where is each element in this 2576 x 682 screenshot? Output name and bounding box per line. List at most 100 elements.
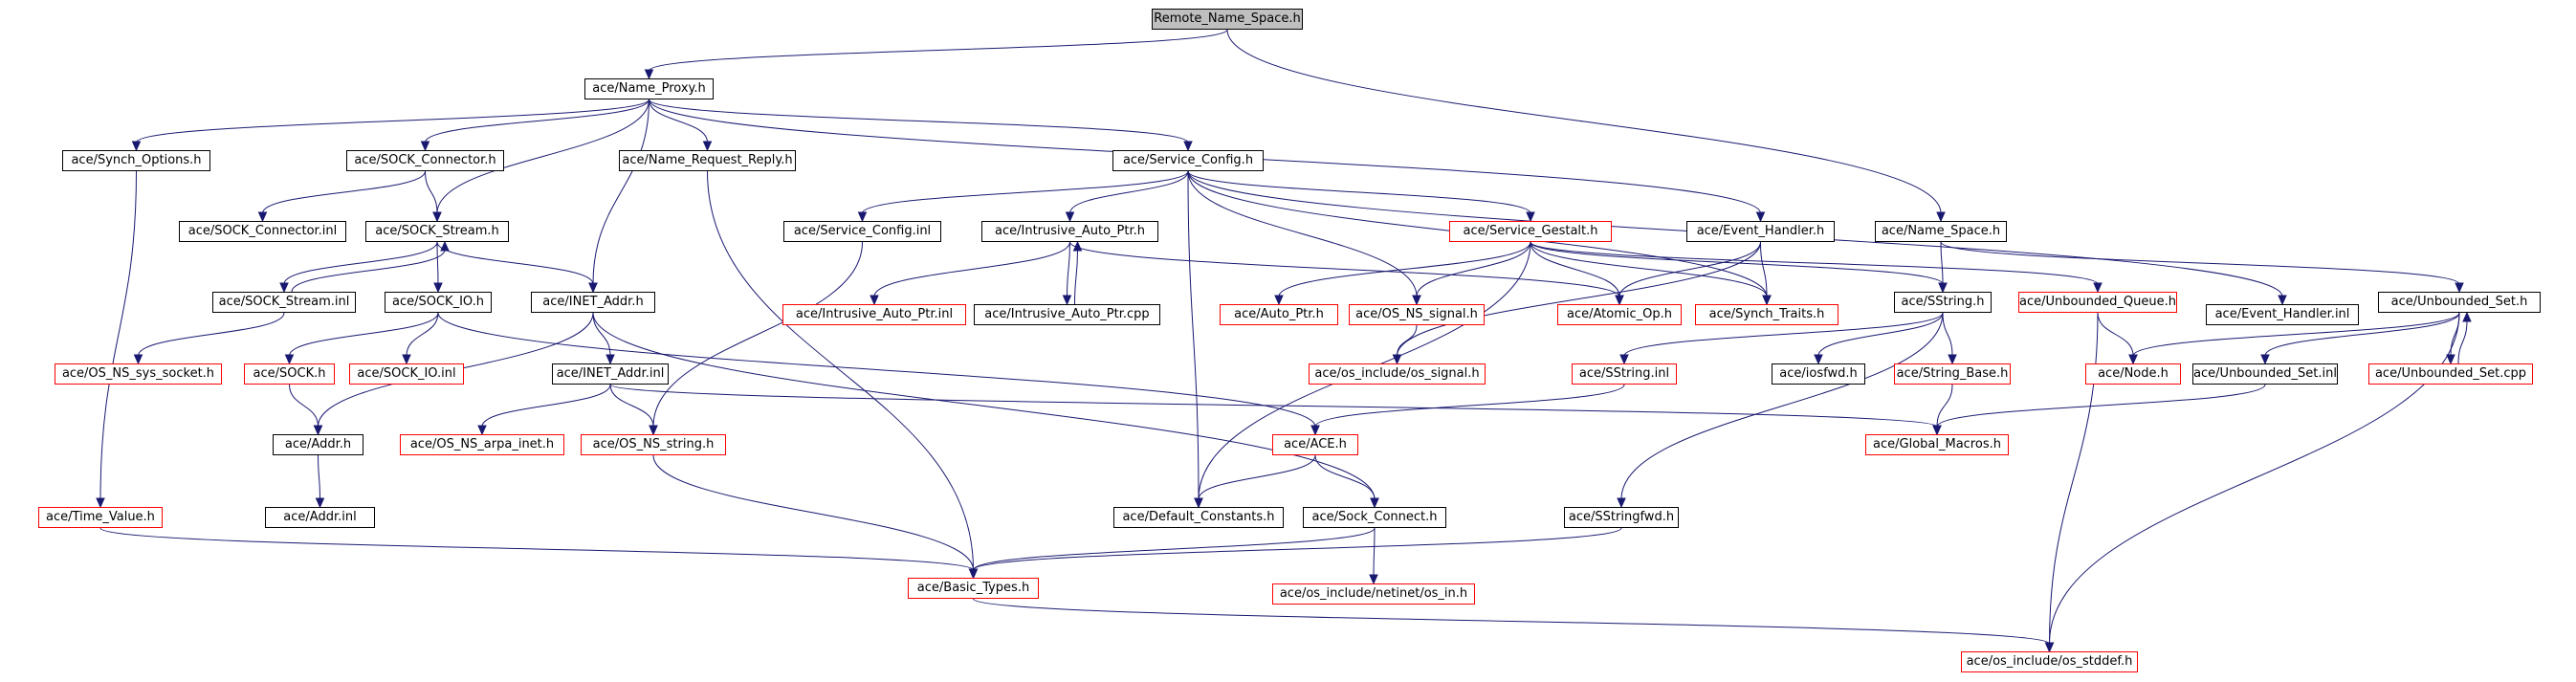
node-iosfwd[interactable]: ace/iosfwd.h (1772, 363, 1865, 385)
arrowhead-sockstream-to-sockio (433, 282, 443, 294)
node-osnsarpa[interactable]: ace/OS_NS_arpa_inet.h (400, 434, 564, 455)
node-evth[interactable]: ace/Event_Handler.h (1686, 221, 1835, 242)
node-unbsetinl[interactable]: ace/Unbounded_Set.inl (2192, 363, 2338, 385)
arrowhead-sstringfwd-to-basictypes (968, 568, 979, 580)
node-sockh[interactable]: ace/SOCK.h (244, 363, 335, 385)
arrowhead-nameproxy-to-synchopt (131, 141, 142, 152)
edge-namespace-to-sstring (1940, 241, 1944, 285)
arrowhead-evth-to-atomicop (1615, 295, 1624, 306)
edge-osnssignal-to-osincsignal (1397, 324, 1418, 357)
arrowhead-svcconf-to-evthinl (2278, 295, 2287, 306)
edge-sockconnh-to-sockstream (425, 170, 438, 214)
node-sockioinl[interactable]: ace/SOCK_IO.inl (349, 363, 464, 385)
arrowhead-aceh-to-defconst (1194, 497, 1203, 509)
edge-inetaddrinl-to-osnsarpa (481, 384, 611, 428)
node-synchopt[interactable]: ace/Synch_Options.h (62, 150, 210, 171)
node-basictypes[interactable]: ace/Basic_Types.h (908, 578, 1039, 599)
node-atomicop[interactable]: ace/Atomic_Op.h (1557, 304, 1682, 325)
node-svcgest[interactable]: ace/Service_Gestalt.h (1449, 221, 1612, 242)
node-sockstream[interactable]: ace/SOCK_Stream.h (365, 221, 509, 242)
node-nrr[interactable]: ace/Name_Request_Reply.h (619, 150, 796, 171)
edge-nameproxy-to-sockstream (436, 99, 650, 214)
edge-unbsetcpp-to-unbset (2457, 319, 2468, 364)
node-svcconfinl[interactable]: ace/Service_Config.inl (783, 221, 941, 242)
node-addrh[interactable]: ace/Addr.h (273, 434, 363, 455)
node-unbq[interactable]: ace/Unbounded_Queue.h (2018, 292, 2177, 313)
arrowhead-unbsetinl-to-globalmacros (1932, 425, 1942, 436)
edge-svcgest-to-synchtraits (1530, 241, 1768, 297)
arrowhead-sstring-to-iosfwd (1814, 354, 1823, 365)
arrowhead-osnssignal-to-osincsignal (1392, 354, 1402, 365)
edge-iap-to-iapcpp (1067, 241, 1070, 297)
node-addrinl[interactable]: ace/Addr.inl (265, 507, 375, 528)
node-synchtraits[interactable]: ace/Synch_Traits.h (1695, 304, 1838, 325)
node-evthinl[interactable]: ace/Event_Handler.inl (2206, 304, 2359, 325)
edge-svcgest-to-atomicop (1530, 241, 1620, 297)
node-inetaddrinl[interactable]: ace/INET_Addr.inl (552, 363, 669, 385)
node-unbsetcpp[interactable]: ace/Unbounded_Set.cpp (2368, 363, 2533, 385)
edge-inetaddr-to-sockconnect (592, 312, 1376, 500)
node-inetaddr[interactable]: ace/INET_Addr.h (531, 292, 655, 313)
edge-unbset-to-unbsetcpp (2450, 312, 2460, 357)
edge-iapcpp-to-iap (1074, 249, 1078, 305)
node-svcconf[interactable]: ace/Service_Config.h (1112, 150, 1264, 171)
edge-sstringfwd-to-basictypes (973, 527, 1622, 571)
node-sockconninl[interactable]: ace/SOCK_Connector.inl (179, 221, 346, 242)
node-node[interactable]: ace/Node.h (2085, 363, 2181, 385)
arrowhead-iap-to-iapcpp (1062, 295, 1072, 306)
edge-svcgest-to-osnssignal (1416, 241, 1531, 297)
node-sockstreaminl[interactable]: ace/SOCK_Stream.inl (212, 292, 356, 313)
node-osincsignal[interactable]: ace/os_include/os_signal.h (1309, 363, 1486, 385)
node-globalmacros[interactable]: ace/Global_Macros.h (1865, 434, 2009, 455)
edge-sstringinl-to-aceh (1314, 384, 1625, 428)
edge-sstring-to-iosfwd (1817, 312, 1944, 357)
edge-unbset-to-osstddef (2049, 312, 2460, 645)
arrowhead-svcconfinl-to-osnsstring (649, 425, 658, 436)
node-osinin[interactable]: ace/os_include/netinet/os_in.h (1272, 583, 1475, 605)
node-iap[interactable]: ace/Intrusive_Auto_Ptr.h (981, 221, 1158, 242)
edge-sockconnh-to-sockconninl (262, 170, 426, 214)
edge-sstring-to-stringbase (1942, 312, 1953, 357)
node-sockconnh[interactable]: ace/SOCK_Connector.h (346, 150, 504, 171)
arrowhead-root-to-namespace (1936, 211, 1946, 223)
node-sstringfwd[interactable]: ace/SStringfwd.h (1564, 507, 1679, 528)
node-sockconnect[interactable]: ace/Sock_Connect.h (1303, 507, 1446, 528)
node-unbset[interactable]: ace/Unbounded_Set.h (2378, 292, 2541, 313)
node-stringbase[interactable]: ace/String_Base.h (1894, 363, 2011, 385)
node-sstringinl[interactable]: ace/SString.inl (1572, 363, 1677, 385)
node-osnssyssock[interactable]: ace/OS_NS_sys_socket.h (55, 363, 222, 385)
edge-sockio-to-sockh (289, 312, 439, 357)
edge-stringbase-to-globalmacros (1936, 384, 1953, 428)
arrowhead-sockh-to-addrh (313, 425, 323, 436)
edge-inetaddr-to-inetaddrinl (592, 312, 611, 357)
arrowhead-svcgest-to-autoptr (1274, 295, 1284, 306)
arrowhead-svcgest-to-osnssignal (1412, 295, 1421, 306)
node-sockio[interactable]: ace/SOCK_IO.h (385, 292, 492, 313)
edge-unbq-to-osstddef (2049, 312, 2099, 645)
node-iapcpp[interactable]: ace/Intrusive_Auto_Ptr.cpp (974, 304, 1160, 325)
node-iapinl[interactable]: ace/Intrusive_Auto_Ptr.inl (782, 304, 966, 325)
node-defconst[interactable]: ace/Default_Constants.h (1113, 507, 1284, 528)
node-sstring[interactable]: ace/SString.h (1894, 292, 1992, 313)
edge-namespace-to-unbset (1940, 241, 2460, 285)
edge-svcconf-to-defconst (1187, 170, 1200, 500)
edge-evth-to-atomicop (1618, 241, 1761, 297)
node-osstddef[interactable]: ace/os_include/os_stddef.h (1961, 651, 2138, 672)
edge-sstring-to-sstringfwd (1620, 312, 1944, 500)
arrowhead-sockconnect-to-osinin (1369, 574, 1378, 585)
edge-svcgest-to-sstring (1530, 241, 1944, 285)
node-aceh[interactable]: ace/ACE.h (1272, 434, 1358, 455)
edge-sstring-to-sstringinl (1623, 312, 1944, 357)
edge-svcgest-to-autoptr (1278, 241, 1531, 297)
arrowhead-namespace-to-sstring (1938, 282, 1948, 294)
node-namespace[interactable]: ace/Name_Space.h (1875, 221, 2007, 242)
node-autoptr[interactable]: ace/Auto_Ptr.h (1220, 304, 1338, 325)
edge-unbsetinl-to-globalmacros (1936, 384, 2266, 428)
node-timevalue[interactable]: ace/Time_Value.h (38, 507, 163, 528)
edge-nameproxy-to-sockconnh (425, 99, 650, 143)
node-nameproxy[interactable]: ace/Name_Proxy.h (584, 78, 714, 99)
node-osnssignal[interactable]: ace/OS_NS_signal.h (1349, 304, 1485, 325)
edge-aceh-to-sockconnect (1314, 454, 1376, 500)
node-osnsstring[interactable]: ace/OS_NS_string.h (581, 434, 726, 455)
